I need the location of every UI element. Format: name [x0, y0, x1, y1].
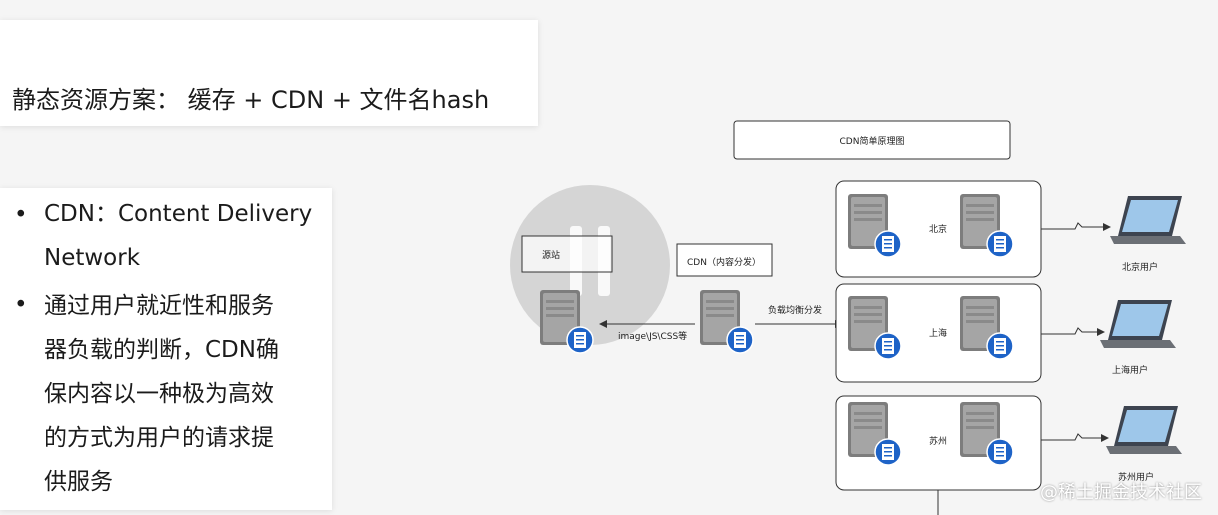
- cdn-server-icon: [699, 289, 754, 354]
- user-label: 北京用户: [1122, 261, 1158, 273]
- city-label: 北京: [929, 223, 947, 235]
- cdn-diagram: CDN简单原理图 源站 CDN（内容分发） image\JS\CSS等 负载均衡…: [510, 120, 1186, 515]
- slide-title: 静态资源方案： 缓存 + CDN + 文件名hash: [12, 86, 490, 114]
- fetch-arrow-label: image\JS\CSS等: [618, 330, 687, 342]
- bullet-line: 的方式为用户的请求提: [44, 425, 274, 451]
- bullet-line: Network: [44, 245, 141, 271]
- origin-box: [521, 235, 613, 273]
- bullet-line: CDN：Content Delivery: [44, 201, 313, 227]
- bullet-dot: •: [14, 202, 28, 228]
- bullet-line: 保内容以一种极为高效: [44, 381, 274, 407]
- bullet-line: 通过用户就近性和服务: [44, 293, 274, 319]
- laptop-icon: [1100, 300, 1176, 348]
- city-label: 上海: [929, 327, 947, 339]
- bullet-card: • CDN：Content Delivery Network • 通过用户就近性…: [0, 188, 332, 510]
- user-label: 上海用户: [1112, 364, 1148, 376]
- watermark: @稀土掘金技术社区: [1040, 482, 1202, 503]
- title-card: 静态资源方案： 缓存 + CDN + 文件名hash: [0, 20, 538, 126]
- user-arrow: [1041, 222, 1111, 231]
- cdn-label: CDN（内容分发）: [687, 256, 761, 268]
- bullet-dot: •: [14, 292, 28, 318]
- cdn-label-box: [676, 243, 773, 277]
- user-arrow: [1041, 327, 1105, 336]
- user-label: 苏州用户: [1118, 471, 1154, 483]
- diagram-header-box: [733, 120, 1011, 160]
- bullet-line: 器负载的判断，CDN确: [44, 337, 279, 363]
- user-arrow: [1041, 433, 1109, 442]
- laptop-icon: [1106, 406, 1182, 454]
- laptop-icon: [1110, 196, 1186, 244]
- bullet-line: 供服务: [44, 469, 113, 495]
- dispatch-arrow-label: 负载均衡分发: [768, 304, 822, 316]
- diagram-header: CDN简单原理图: [840, 135, 905, 147]
- origin-label: 源站: [542, 249, 560, 261]
- city-label: 苏州: [929, 435, 947, 447]
